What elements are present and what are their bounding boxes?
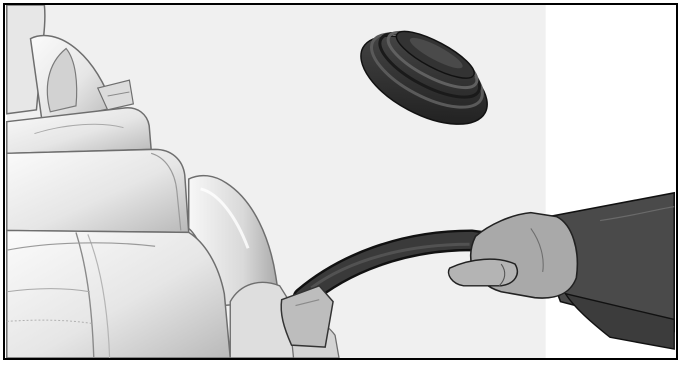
illustration-frame xyxy=(3,3,678,360)
maintenance-illustration xyxy=(5,5,676,358)
